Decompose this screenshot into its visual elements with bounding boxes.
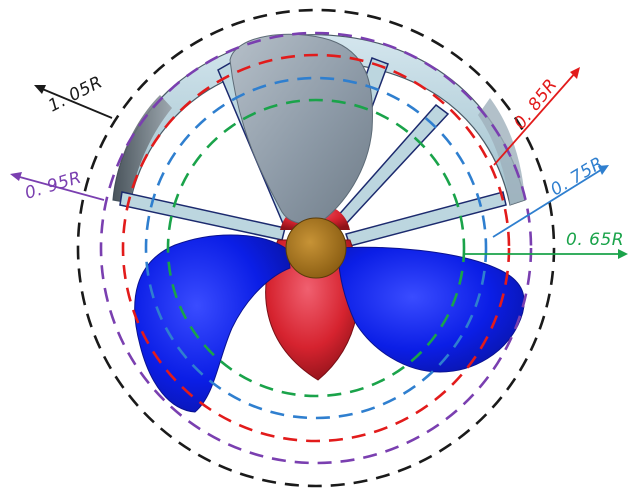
strut-left <box>119 191 286 241</box>
blade-blue-right <box>337 246 525 373</box>
hub-cap <box>285 217 347 279</box>
label-0-65R: 0. 65R <box>566 230 624 250</box>
duct-inner-shade <box>113 95 172 203</box>
arrow-1-05R <box>39 87 113 119</box>
arrow-0-85R <box>493 71 577 166</box>
arrowhead-0-95R <box>10 172 22 181</box>
arrow-0-75R <box>492 167 605 238</box>
circle-0-65R <box>166 98 466 398</box>
circle-0-85R <box>121 53 511 443</box>
label-1-05R: 1. 05R <box>45 72 106 116</box>
circle-1-05R <box>76 8 556 488</box>
radius-circles <box>76 8 556 488</box>
arrowhead-0-65R <box>618 249 628 259</box>
arrow-0-95R <box>15 175 105 201</box>
label-0-85R: 0. 85R <box>510 75 562 133</box>
arrowhead-1-05R <box>34 85 46 94</box>
radius-arrows <box>10 67 628 259</box>
blade-blue-left <box>134 234 291 413</box>
arrowhead-0-75R <box>598 165 609 175</box>
circle-0-75R <box>144 76 488 420</box>
blue-blades <box>134 234 525 413</box>
blade-grey <box>229 33 373 225</box>
arrowhead-0-85R <box>570 67 580 79</box>
circle-0-95R <box>99 31 533 465</box>
strut-lower-right <box>345 191 507 247</box>
duct-right-shade <box>478 98 525 205</box>
label-0-75R: 0. 75R <box>547 153 607 200</box>
label-0-95R: 0. 95R <box>23 168 84 204</box>
